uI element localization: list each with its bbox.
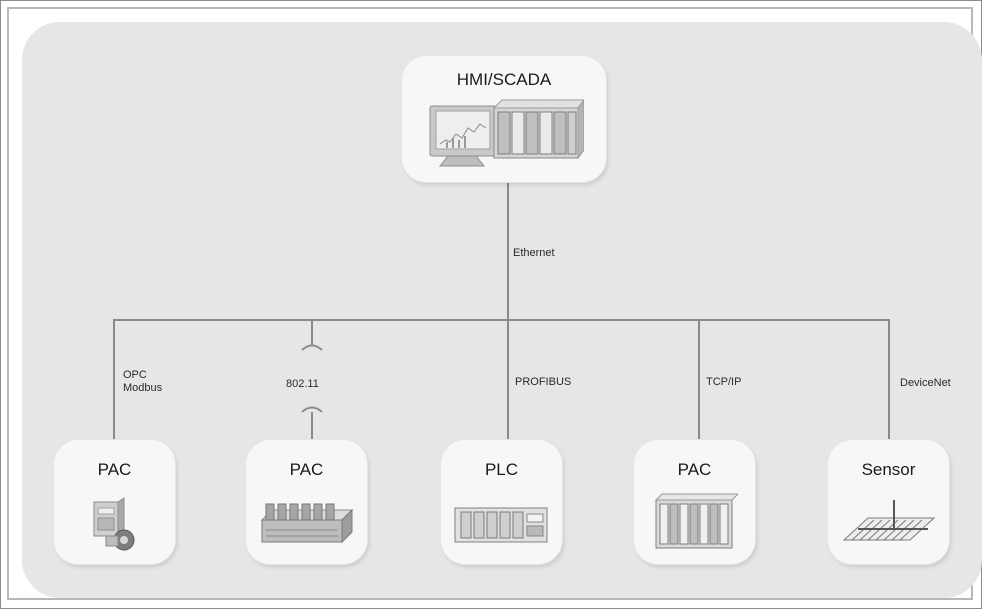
wifi-label: 802.11 [286, 378, 319, 390]
pac-title-4: PAC [677, 460, 712, 479]
pac-modular-icon [654, 493, 738, 549]
drop-line-pac-4 [698, 319, 700, 440]
drop-line-pac-2-upper [311, 319, 313, 345]
pac-rack-icon [260, 503, 354, 544]
hmi-scada-title: HMI/SCADA [456, 70, 552, 89]
drop-line-sensor [888, 319, 890, 440]
drop-line-plc [507, 319, 509, 440]
pac-title-2: PAC [289, 460, 324, 479]
tcpip-label: TCP/IP [706, 376, 742, 388]
wireless-break-icon [301, 344, 323, 413]
pac-title-1: PAC [97, 460, 132, 479]
pac-box-4[interactable]: PAC [634, 440, 755, 564]
plc-icon [454, 507, 548, 543]
plc-box[interactable]: PLC [441, 440, 562, 564]
sensor-icon [842, 500, 936, 541]
plc-title: PLC [484, 460, 519, 479]
drop-line-pac-1 [113, 319, 115, 440]
network-bus-line [113, 319, 890, 321]
ethernet-trunk-line [507, 182, 509, 320]
drop-line-pac-2-lower [311, 412, 313, 440]
ethernet-label: Ethernet [513, 247, 555, 259]
sensor-title: Sensor [861, 460, 916, 479]
sensor-box[interactable]: Sensor [828, 440, 949, 564]
devicenet-label: DeviceNet [900, 377, 951, 389]
hmi-scada-box[interactable]: HMI/SCADA [402, 56, 606, 182]
opc-label: OPC [123, 369, 147, 381]
hmi-scada-workstation-icon [429, 99, 584, 167]
modbus-label: Modbus [123, 382, 163, 394]
pac-box-2[interactable]: PAC [246, 440, 367, 564]
pac-controller-icon [93, 497, 135, 551]
pac-box-1[interactable]: PAC [54, 440, 175, 564]
profibus-label: PROFIBUS [515, 376, 572, 388]
